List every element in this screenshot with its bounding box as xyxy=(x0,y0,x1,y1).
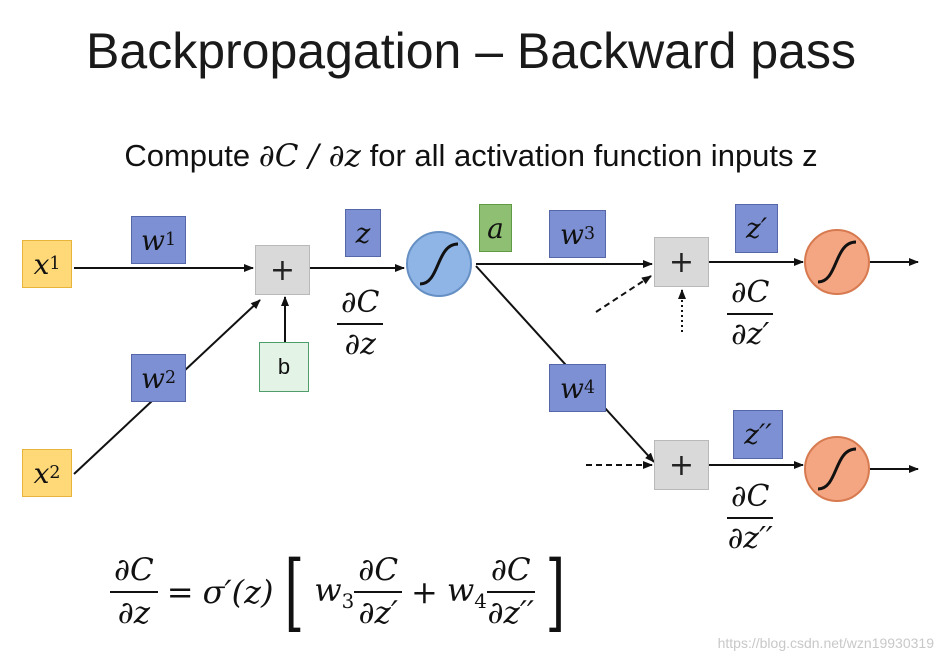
formula-term1: ∂C∂z′ xyxy=(354,555,403,629)
sigmoid-node-bottom xyxy=(804,436,870,502)
formula-equals: = xyxy=(166,573,194,611)
page-title: Backpropagation – Backward pass xyxy=(86,23,856,79)
formula-lhs: ∂C∂z xyxy=(110,555,158,629)
formula-w4: w4 xyxy=(446,571,487,613)
formula-plus: + xyxy=(411,573,438,611)
bias-b: b xyxy=(259,342,309,392)
sum-node-top: + xyxy=(654,237,709,287)
label-a: a xyxy=(479,204,512,252)
subtitle-prefix: Compute xyxy=(124,138,259,173)
gradient-dC-dz-prime: ∂C∂z′ xyxy=(727,278,774,350)
sum-node-main: + xyxy=(255,245,310,295)
backprop-formula: ∂C∂z = σ′(z) [ w3 ∂C∂z′ + w4 ∂C∂z′′ ] xyxy=(110,543,575,641)
subtitle-expression: ∂C / ∂z xyxy=(258,138,362,174)
formula-sigma-prime: σ′(z) xyxy=(202,573,274,611)
label-z: z xyxy=(345,209,381,257)
sigmoid-node-top xyxy=(804,229,870,295)
watermark: https://blog.csdn.net/wzn19930319 xyxy=(717,635,934,651)
subtitle: Compute ∂C / ∂z for all activation funct… xyxy=(0,138,942,174)
formula-close-bracket: ] xyxy=(545,543,565,641)
formula-term2: ∂C∂z′′ xyxy=(486,552,535,631)
gradient-dC-dz: ∂C∂z xyxy=(337,288,384,360)
label-z-double-prime: z′′ xyxy=(733,410,783,459)
edge-dashed-top xyxy=(595,275,652,313)
sigmoid-node-main xyxy=(406,231,472,297)
label-z-prime: z′ xyxy=(735,204,778,253)
gradient-dC-dz-double-prime: ∂C∂z′′ xyxy=(727,479,774,556)
sum-node-bottom: + xyxy=(654,440,709,490)
formula-w3: w3 xyxy=(314,571,355,613)
subtitle-suffix: for all activation function inputs z xyxy=(361,138,818,173)
formula-open-bracket: [ xyxy=(284,543,304,641)
